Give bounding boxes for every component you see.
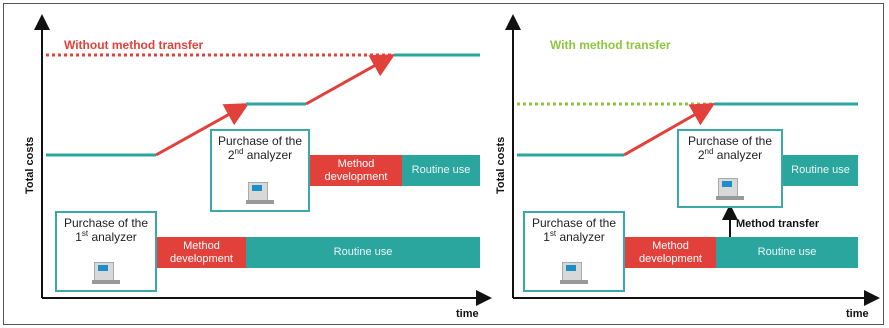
- left-x-axis-label: time: [456, 308, 479, 320]
- left-purchase-second-rest: analyzer: [243, 148, 293, 162]
- left-method-dev-2-bar: Method development: [310, 155, 402, 186]
- left-cost-rise-2: [305, 54, 396, 106]
- left-purchase-first-rest: analyzer: [88, 230, 137, 244]
- analyzer-instrument-icon: [560, 260, 588, 284]
- right-method-dev-1-bar: Method development: [625, 237, 716, 268]
- left-cost-rise-1: [155, 103, 250, 157]
- left-purchase-first-box: Purchase of the 1st analyzer: [55, 211, 157, 292]
- left-purchase-second-box: Purchase of the 2nd analyzer: [210, 129, 310, 212]
- analyzer-instrument-icon: [716, 176, 744, 200]
- right-routine-1-label: Routine use: [757, 246, 817, 258]
- right-purchase-first-rest: analyzer: [556, 230, 605, 244]
- left-purchase-first-ordinal: 1: [75, 230, 82, 244]
- left-purchase-second-sup: nd: [234, 147, 244, 156]
- left-routine-2-label: Routine use: [411, 164, 471, 176]
- right-routine-1-bar: Routine use: [716, 237, 858, 268]
- right-purchase-first-sup: st: [549, 229, 557, 238]
- left-method-dev-2-label: Method development: [324, 157, 388, 183]
- left-purchase-first-line1: Purchase of the: [63, 216, 149, 230]
- right-purchase-first-ordinal: 1: [543, 230, 550, 244]
- right-routine-2-bar: Routine use: [783, 155, 858, 186]
- left-method-dev-1-label: Method development: [170, 239, 233, 265]
- method-transfer-label: Method transfer: [736, 218, 820, 230]
- right-x-axis-label: time: [846, 308, 869, 320]
- right-method-dev-1-label: Method development: [639, 239, 702, 265]
- right-purchase-second-ordinal: 2: [697, 148, 705, 162]
- right-purchase-second-box: Purchase of the 2nd analyzer: [677, 129, 783, 208]
- analyzer-instrument-icon: [92, 260, 120, 284]
- left-routine-1-bar: Routine use: [246, 237, 480, 268]
- right-purchase-second-sup: nd: [704, 147, 714, 156]
- left-purchase-first-sup: st: [81, 229, 89, 238]
- right-purchase-second-line1: Purchase of the: [687, 134, 773, 148]
- left-panel-title: Without method transfer: [64, 38, 204, 52]
- right-panel-graphics: [505, 14, 880, 306]
- right-purchase-first-line1: Purchase of the: [531, 216, 617, 230]
- left-method-dev-1-bar: Method development: [157, 237, 246, 268]
- left-routine-2-bar: Routine use: [402, 155, 480, 186]
- right-cost-rise-1: [623, 103, 716, 157]
- right-purchase-second-rest: analyzer: [713, 148, 763, 162]
- outer-frame: [3, 3, 884, 325]
- left-y-axis-label: Total costs: [24, 136, 36, 194]
- left-purchase-second-ordinal: 2: [227, 148, 235, 162]
- analyzer-instrument-icon: [246, 180, 274, 204]
- right-y-axis-label: Total costs: [495, 136, 507, 194]
- right-purchase-first-box: Purchase of the 1st analyzer: [523, 211, 625, 292]
- left-purchase-second-line1: Purchase of the: [217, 134, 303, 148]
- right-routine-2-label: Routine use: [791, 164, 850, 176]
- left-panel-graphics: [34, 14, 492, 306]
- right-panel-title: With method transfer: [550, 38, 671, 52]
- left-routine-1-label: Routine use: [333, 246, 393, 258]
